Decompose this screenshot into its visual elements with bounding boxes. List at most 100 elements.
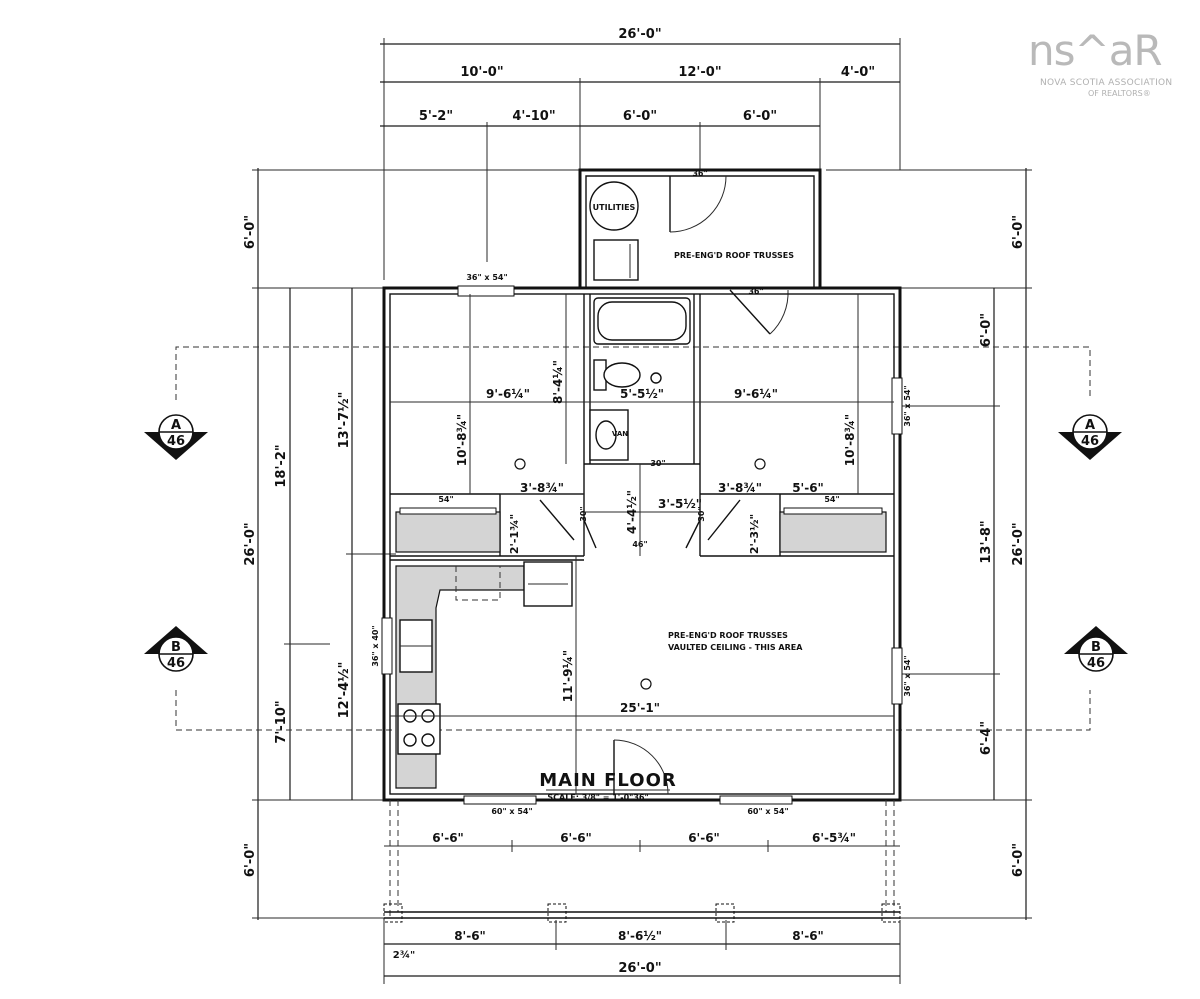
logo-mark: ns^aR: [1028, 26, 1163, 75]
dim-deck-3: 6'-6": [688, 831, 720, 845]
utilities-label: UTILITIES: [593, 203, 636, 212]
kitchen: [395, 561, 573, 789]
vanity-label: VAN: [612, 430, 628, 438]
section-a-letter: A: [171, 418, 181, 433]
section-marker-a-left: A 46: [144, 414, 208, 460]
dim-left-13-7: 13'-7½": [337, 392, 352, 449]
section-b-letter: B: [171, 640, 181, 655]
section-b-letter-r: B: [1091, 640, 1101, 655]
vaulted-note-1: PRE-ENG'D ROOF TRUSSES: [668, 631, 788, 640]
deck: 6'-6" 6'-6" 6'-6" 6'-5¾": [383, 800, 901, 923]
top-dimensions: 26'-0" 10'-0" 12'-0" 4'-0" 5'-2" 4'-10" …: [380, 27, 901, 280]
section-b-sheet: 46: [167, 656, 185, 671]
window-right-top: 36" x 54": [903, 385, 912, 426]
dim-left-main: 26'-0": [243, 522, 258, 565]
dim-left-bottom: 6'-0": [243, 843, 258, 877]
dim-right-13-8: 13'-8": [979, 520, 994, 563]
dim-bath-width: 5'-5½": [620, 387, 664, 401]
front-door: [613, 739, 669, 795]
dim-deck-4: 6'-5¾": [812, 831, 856, 845]
dim-top-4-10: 4'-10": [512, 109, 555, 124]
closet-right-54: 54": [824, 495, 839, 504]
dim-closet-depth-right: 2'-3½": [748, 514, 761, 554]
dim-top-10: 10'-0": [460, 65, 503, 80]
closets: 54" 54": [395, 495, 887, 553]
floor-drain: [650, 372, 662, 384]
section-a-sheet-r: 46: [1081, 434, 1099, 449]
section-lines: [175, 346, 1091, 731]
dim-right-top: 6'-0": [1011, 215, 1026, 249]
section-a-sheet: 46: [167, 434, 185, 449]
dim-left-12-4: 12'-4½": [337, 662, 352, 719]
dim-top-6b: 6'-0": [743, 109, 777, 124]
dim-bottom-1: 8'-6": [454, 929, 486, 943]
right-dimensions: 6'-0" 26'-0" 6'-0" 6'-0" 13'-8" 6'-4": [826, 168, 1032, 920]
dim-hall-width: 3'-5½": [658, 497, 702, 511]
window-front-right: 60" x 54": [747, 807, 788, 816]
dim-closet-right-width: 5'-6": [792, 481, 824, 495]
dim-bath-height: 8'-4¼": [551, 360, 565, 404]
dim-right-main: 26'-0": [1011, 522, 1026, 565]
hall-door-a: 30": [579, 506, 588, 521]
dim-closet-left: 3'-8¾": [520, 481, 564, 495]
utility-room: UTILITIES PRE-ENG'D ROOF TRUSSES 36" 36": [578, 168, 822, 335]
section-b-sheet-r: 46: [1087, 656, 1105, 671]
bottom-dimensions: 8'-6" 8'-6½" 8'-6" 2¾" 26'-0": [383, 920, 901, 984]
plan-title: MAIN FLOOR: [539, 770, 676, 791]
door-36-top: 36": [692, 169, 707, 178]
toilet-bowl: [603, 362, 641, 388]
dim-bottom-2: 8'-6½": [618, 929, 662, 943]
plan-scale: SCALE: 3/8" = 1'-0"36": [547, 793, 648, 802]
hall-doors: 30" 30" 46": [539, 499, 741, 549]
dim-great-room-height: 11'-9¼": [561, 650, 575, 702]
range: [397, 703, 441, 755]
interior-walls: [390, 294, 894, 561]
dim-deck-1: 6'-6": [432, 831, 464, 845]
door-36-mid: 36": [748, 287, 763, 296]
dim-closet-depth-left: 2'-1¾": [508, 514, 521, 554]
exterior-walls: 36" x 54" 36" x 54" 36" x 54" 60" x 54" …: [371, 273, 912, 816]
hall-door-b: 30": [697, 506, 706, 521]
section-marker-a-right: A 46: [1058, 414, 1122, 460]
logo-line-2: OF REALTORS®: [1088, 89, 1151, 98]
closet-left-54: 54": [438, 495, 453, 504]
utility-unit: [593, 239, 639, 281]
dim-overall-bottom: 26'-0": [618, 961, 661, 976]
dim-bed-right-width: 9'-6¼": [734, 387, 778, 401]
dim-top-6a: 6'-0": [623, 109, 657, 124]
dim-bed-left-width: 9'-6¼": [486, 387, 530, 401]
dim-right-6-4: 6'-4": [979, 721, 994, 755]
sink: [595, 420, 617, 450]
dim-closet-right: 3'-8¾": [718, 481, 762, 495]
dim-top-4: 4'-0": [841, 65, 875, 80]
section-a-letter-r: A: [1085, 418, 1095, 433]
dim-top-5-2: 5'-2": [419, 109, 453, 124]
section-marker-b-right: B 46: [1064, 626, 1128, 672]
dim-great-room-width: 25'-1": [620, 701, 660, 715]
window-front-left: 60" x 54": [491, 807, 532, 816]
bathroom: VAN 30": [589, 297, 691, 468]
dim-deck-2: 6'-6": [560, 831, 592, 845]
dim-top-12: 12'-0": [678, 65, 721, 80]
roof-truss-note: PRE-ENG'D ROOF TRUSSES: [674, 251, 794, 260]
interior-dimensions: 9'-6¼" 9'-6¼" 5'-5½" 8'-4¼" 10'-8¾" 10'-…: [390, 294, 894, 794]
bath-door: 30": [650, 459, 665, 468]
window-right-bottom: 36" x 54": [903, 655, 912, 696]
dim-bottom-small: 2¾": [393, 950, 416, 961]
kitchen-counter: [395, 565, 525, 789]
dim-right-6-0: 6'-0": [979, 313, 994, 347]
logo-line-1: NOVA SCOTIA ASSOCIATION: [1040, 78, 1173, 88]
ceiling-fixtures: [514, 458, 766, 690]
vaulted-note-2: VAULTED CEILING - THIS AREA: [668, 643, 803, 652]
section-marker-b-left: B 46: [144, 626, 208, 672]
realtors-logo: ns^aR NOVA SCOTIA ASSOCIATION OF REALTOR…: [1024, 26, 1184, 106]
dim-hall-height: 4'-4½": [625, 490, 639, 534]
dim-left-7-10: 7'-10": [274, 700, 289, 743]
dim-bed-right-height: 10'-8¾": [843, 414, 857, 466]
dim-left-top: 6'-0": [243, 215, 258, 249]
dim-bed-left-height: 10'-8¾": [455, 414, 469, 466]
left-dimensions: 6'-0" 26'-0" 6'-0" 18'-2" 7'-10" 13'-7½"…: [243, 168, 580, 920]
dim-bottom-3: 8'-6": [792, 929, 824, 943]
dim-overall-top: 26'-0": [618, 27, 661, 42]
